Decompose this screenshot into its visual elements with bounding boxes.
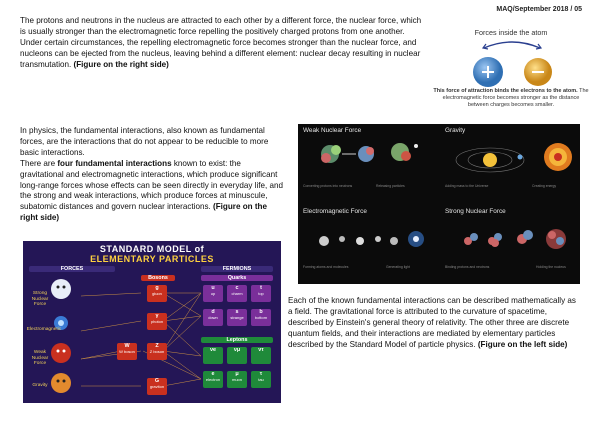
leptons-header: Leptons xyxy=(201,337,273,343)
panel-caption: Generating light xyxy=(386,265,410,269)
boson-symbol: G xyxy=(154,378,160,384)
quark-symbol: c xyxy=(235,285,239,291)
force-label-strong: Strong Nuclear Force xyxy=(31,291,49,308)
panel-caption: Adding mass to the Universe xyxy=(445,184,489,188)
bosons-header: Bosons xyxy=(141,275,175,281)
panel-caption: Holding the nucleus xyxy=(536,265,566,269)
lepton-symbol: τ xyxy=(259,371,263,377)
force-label-electromagnetic: Electromagnetic xyxy=(26,327,62,332)
quark-name: strange xyxy=(230,315,244,320)
paragraph-fundamental-text: In physics, the fundamental interactions… xyxy=(20,126,269,157)
atom-diagram xyxy=(473,41,552,87)
atom-figure-caption: This force of attraction binds the elect… xyxy=(432,88,590,108)
quark-name: bottom xyxy=(254,315,268,320)
four-forces-figure: Weak Nuclear Force Converting protons in… xyxy=(298,124,580,284)
quark-symbol: d xyxy=(211,309,215,315)
panel-caption: Converting protons into neutrons xyxy=(303,184,353,188)
boson-name: graviton xyxy=(149,384,165,389)
figure-reference: (Figure on the right side) xyxy=(20,202,267,223)
panel-gravity: Gravity Adding mass to the Universe Crea… xyxy=(440,124,580,203)
paragraph-fundamental-interactions: In physics, the fundamental interactions… xyxy=(20,126,286,224)
quark-name: down xyxy=(208,315,218,320)
force-label-weak: Weak Nuclear Force xyxy=(31,350,49,367)
four-forces-bold: four fundamental interactions xyxy=(57,158,172,168)
lepton-electron-neutrino: νe xyxy=(203,347,223,364)
boson-name: Z boson xyxy=(149,349,165,354)
lepton-symbol: e xyxy=(211,371,215,377)
atom-figure-title: Forces inside the atom xyxy=(474,28,548,37)
atom-caption-text: The electromagnetic force becomes strong… xyxy=(442,88,589,108)
quark-name: charm xyxy=(231,291,243,296)
standard-model-title-2: ELEMENTARY PARTICLES xyxy=(90,254,214,264)
lepton-symbol: νe xyxy=(210,347,216,353)
paragraph-nuclear-force-text: The protons and neutrons in the nucleus … xyxy=(20,16,422,69)
panel-weak-force: Weak Nuclear Force Converting protons in… xyxy=(298,124,438,203)
document-id: MAQ/September 2018 / 05 xyxy=(496,6,582,13)
four-forces-pre: There are xyxy=(20,158,56,168)
lepton-name: electron xyxy=(205,377,221,382)
fermions-header: FERMIONS xyxy=(201,266,273,272)
panel-caption: Releasing particles xyxy=(376,184,405,188)
lepton-tau-neutrino: ντ xyxy=(251,347,271,364)
quark-name: top xyxy=(258,291,264,296)
quark-symbol: u xyxy=(211,285,215,291)
lepton-name: muon xyxy=(231,377,242,382)
lepton-name: tau xyxy=(258,377,264,382)
boson-symbol: g xyxy=(155,285,159,291)
lepton-muon-neutrino: νμ xyxy=(227,347,247,364)
quarks-header: Quarks xyxy=(201,275,273,281)
quark-name: up xyxy=(210,291,216,296)
panel-caption: Forming atoms and molecules xyxy=(303,265,349,269)
lepton-symbol: νμ xyxy=(233,347,241,353)
panel-caption: Creating energy xyxy=(532,184,557,188)
four-forces-post: known to exist: the gravitational and el… xyxy=(20,158,284,212)
boson-symbol: W xyxy=(124,343,130,349)
boson-name: photon xyxy=(150,319,164,324)
forces-header: FORCES xyxy=(29,266,115,272)
paragraph-quantum-text: Each of the known fundamental interactio… xyxy=(288,296,576,349)
panel-label: Weak Nuclear Force xyxy=(303,127,362,134)
atom-caption-bold: This force of attraction binds the elect… xyxy=(433,88,578,94)
lepton-symbol: ντ xyxy=(258,347,264,353)
quark-symbol: b xyxy=(259,309,263,315)
boson-name: W boson xyxy=(119,349,135,354)
panel-caption: Binding protons and neutrons xyxy=(445,265,490,269)
standard-model-title-1: STANDARD MODEL of xyxy=(99,244,205,254)
atom-forces-figure: Forces inside the atom This force of att… xyxy=(432,26,590,122)
boson-symbol: γ xyxy=(155,313,159,319)
panel-strong-force: Strong Nuclear Force Binding protons and… xyxy=(440,205,580,284)
panel-label: Electromagnetic Force xyxy=(303,208,367,215)
paragraph-quantum-fields: Each of the known fundamental interactio… xyxy=(288,296,580,351)
paragraph-nuclear-force: The protons and neutrons in the nucleus … xyxy=(20,16,422,71)
figure-reference: (Figure on the left side) xyxy=(477,339,568,349)
quark-symbol: s xyxy=(235,309,239,315)
quark-symbol: t xyxy=(260,285,262,291)
boson-name: gluon xyxy=(152,291,162,296)
panel-label: Strong Nuclear Force xyxy=(445,208,506,215)
panel-label: Gravity xyxy=(445,127,466,134)
force-label-gravity: Gravity xyxy=(32,383,48,388)
figure-reference: (Figure on the right side) xyxy=(73,59,169,69)
boson-symbol: Z xyxy=(155,343,159,349)
force-icons xyxy=(51,279,71,393)
panel-electromagnetic: Electromagnetic Force Forming atoms and … xyxy=(298,205,438,284)
lepton-symbol: μ xyxy=(235,371,239,377)
standard-model-figure: STANDARD MODEL of ELEMENTARY PARTICLES F… xyxy=(23,241,281,403)
